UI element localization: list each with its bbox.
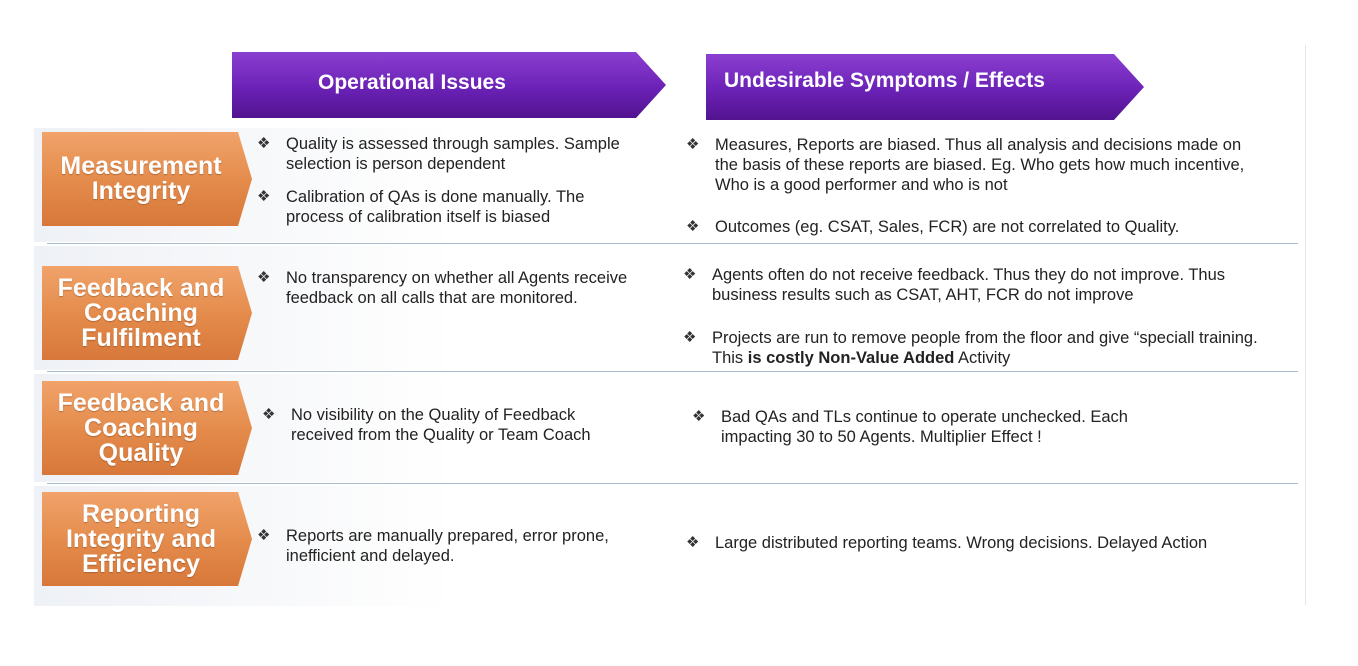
- diamond-bullet-icon: ❖: [257, 527, 271, 544]
- right-border-line: [1305, 45, 1306, 605]
- row-label-reporting-integrity-efficiency: Reporting Integrity and Efficiency: [42, 492, 252, 586]
- diamond-bullet-icon: ❖: [686, 218, 700, 235]
- issue-bullet: ❖ Reports are manually prepared, error p…: [257, 527, 609, 565]
- diamond-bullet-icon: ❖: [257, 188, 271, 205]
- diamond-bullet-icon: ❖: [686, 136, 700, 153]
- row-label-feedback-coaching-fulfilment: Feedback and Coaching Fulfilment: [42, 266, 252, 360]
- header-symptoms-effects: Undesirable Symptoms / Effects: [706, 54, 1144, 120]
- diamond-bullet-icon: ❖: [683, 329, 697, 346]
- diamond-bullet-icon: ❖: [686, 534, 700, 551]
- header-symptoms-effects-label: Undesirable Symptoms / Effects: [724, 69, 1045, 92]
- header-operational-issues-label: Operational Issues: [318, 71, 506, 94]
- row-label-text: Measurement Integrity: [60, 152, 222, 205]
- row-separator-2: [47, 371, 1298, 372]
- issue-bullet: ❖ Calibration of QAs is done manually. T…: [257, 188, 585, 226]
- row-label-feedback-coaching-quality: Feedback and Coaching Quality: [42, 381, 252, 475]
- effect-bullet: ❖ Bad QAs and TLs continue to operate un…: [692, 408, 1128, 446]
- diamond-bullet-icon: ❖: [683, 266, 697, 283]
- issue-bullet: ❖ Quality is assessed through samples. S…: [257, 135, 620, 173]
- effect-bullet: ❖ Large distributed reporting teams. Wro…: [686, 534, 1208, 552]
- diamond-bullet-icon: ❖: [257, 269, 271, 286]
- row-label-text: Reporting Integrity and Efficiency: [65, 499, 216, 578]
- effect-bullet: ❖ Agents often do not receive feedback. …: [683, 266, 1226, 304]
- row-separator-1: [47, 243, 1298, 244]
- effect-bullet: ❖ Outcomes (eg. CSAT, Sales, FCR) are no…: [686, 218, 1180, 236]
- diamond-bullet-icon: ❖: [257, 135, 271, 152]
- header-operational-issues: Operational Issues: [232, 52, 666, 118]
- diamond-bullet-icon: ❖: [262, 406, 276, 423]
- row-label-measurement-integrity: Measurement Integrity: [42, 132, 252, 226]
- row-label-text: Feedback and Coaching Quality: [57, 388, 225, 467]
- row-separator-3: [47, 483, 1298, 484]
- diamond-bullet-icon: ❖: [692, 408, 706, 425]
- row-label-text: Feedback and Coaching Fulfilment: [57, 273, 225, 352]
- effect-bullet: ❖ Measures, Reports are biased. Thus all…: [686, 136, 1245, 194]
- effect-bullet: ❖ Projects are run to remove people from…: [683, 329, 1258, 367]
- issue-bullet: ❖ No transparency on whether all Agents …: [257, 269, 628, 307]
- issue-bullet: ❖ No visibility on the Quality of Feedba…: [262, 406, 591, 444]
